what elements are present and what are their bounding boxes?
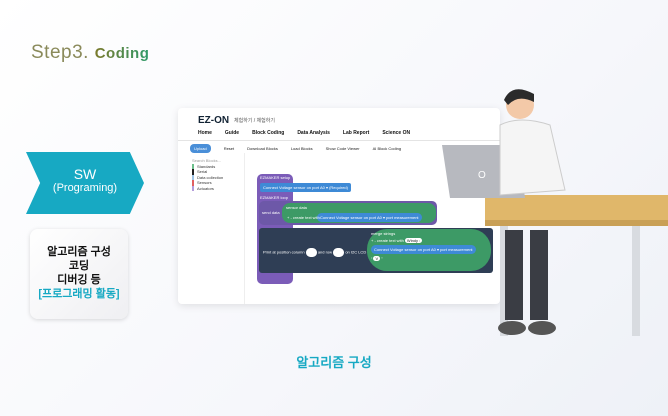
reset-button[interactable]: Reset — [223, 146, 235, 151]
category-standards[interactable]: Standards — [192, 163, 223, 169]
sensor-text-block[interactable]: Connect Voltage sensor on port A0 ▾ port… — [317, 213, 422, 222]
toolbar: Upload Reset Download Blocks Load Blocks… — [190, 144, 401, 153]
step-title: Step3. Coding — [31, 42, 150, 63]
merge-strings-block[interactable]: merge strings + - create text with Windy… — [367, 229, 491, 271]
category-data-collection[interactable]: Data collection — [192, 174, 223, 180]
load-blocks-button[interactable]: Load Blocks — [290, 146, 313, 151]
setup-label: EZMAKER setup — [260, 175, 291, 180]
nav-block-coding[interactable]: Block Coding — [252, 130, 285, 136]
nav-data-analysis[interactable]: Data Analysis — [297, 130, 330, 136]
category-sensors[interactable]: Sensors — [192, 180, 223, 186]
nav-home[interactable]: Home — [198, 130, 212, 136]
nav-science-on[interactable]: Science ON — [382, 130, 411, 136]
svg-text:O: O — [478, 170, 486, 181]
create-text-label: + - create text with — [287, 215, 320, 220]
print-label: Print at position column and row on I2C … — [263, 248, 366, 257]
show-code-viewer-button[interactable]: Show Code Viewer — [325, 146, 360, 151]
caption: 알고리즘 구성 — [296, 355, 372, 370]
connect-block[interactable]: Connect Voltage sensor on port A0 ▾ (Req… — [260, 183, 351, 192]
block-coding-window: EZ-ON 체험하기 / 체험하기 Home Guide Block Codin… — [178, 108, 500, 304]
column-input[interactable] — [305, 248, 317, 257]
student-at-desk-illustration: O — [442, 89, 668, 336]
loop-label: EZMAKER loop — [260, 195, 289, 200]
category-serial[interactable]: Serial — [192, 169, 223, 175]
nav-bar: Home Guide Block Coding Data Analysis La… — [198, 130, 410, 136]
nav-lab-report[interactable]: Lab Report — [342, 130, 370, 136]
search-blocks-input[interactable]: Search Blocks... — [192, 158, 221, 163]
breadcrumb: 체험하기 / 체험하기 — [234, 118, 275, 124]
block-categories: Search Blocks... Standards Serial Data c… — [192, 158, 223, 191]
upload-button[interactable]: Upload — [190, 144, 211, 153]
download-blocks-button[interactable]: Download Blocks — [247, 146, 278, 151]
ai-block-coding-button[interactable]: AI Block Coding — [372, 146, 402, 151]
sw-programming-arrow: SW(Programing) — [26, 152, 144, 214]
category-actuators[interactable]: Actuators — [192, 185, 223, 191]
nav-guide[interactable]: Guide — [224, 130, 240, 136]
logo: EZ-ON — [198, 115, 230, 126]
divider — [178, 140, 500, 141]
row-input[interactable] — [333, 248, 345, 257]
workspace[interactable]: EZMAKER setup Connect Voltage sensor on … — [244, 153, 500, 304]
send-label: send data — [262, 210, 280, 215]
